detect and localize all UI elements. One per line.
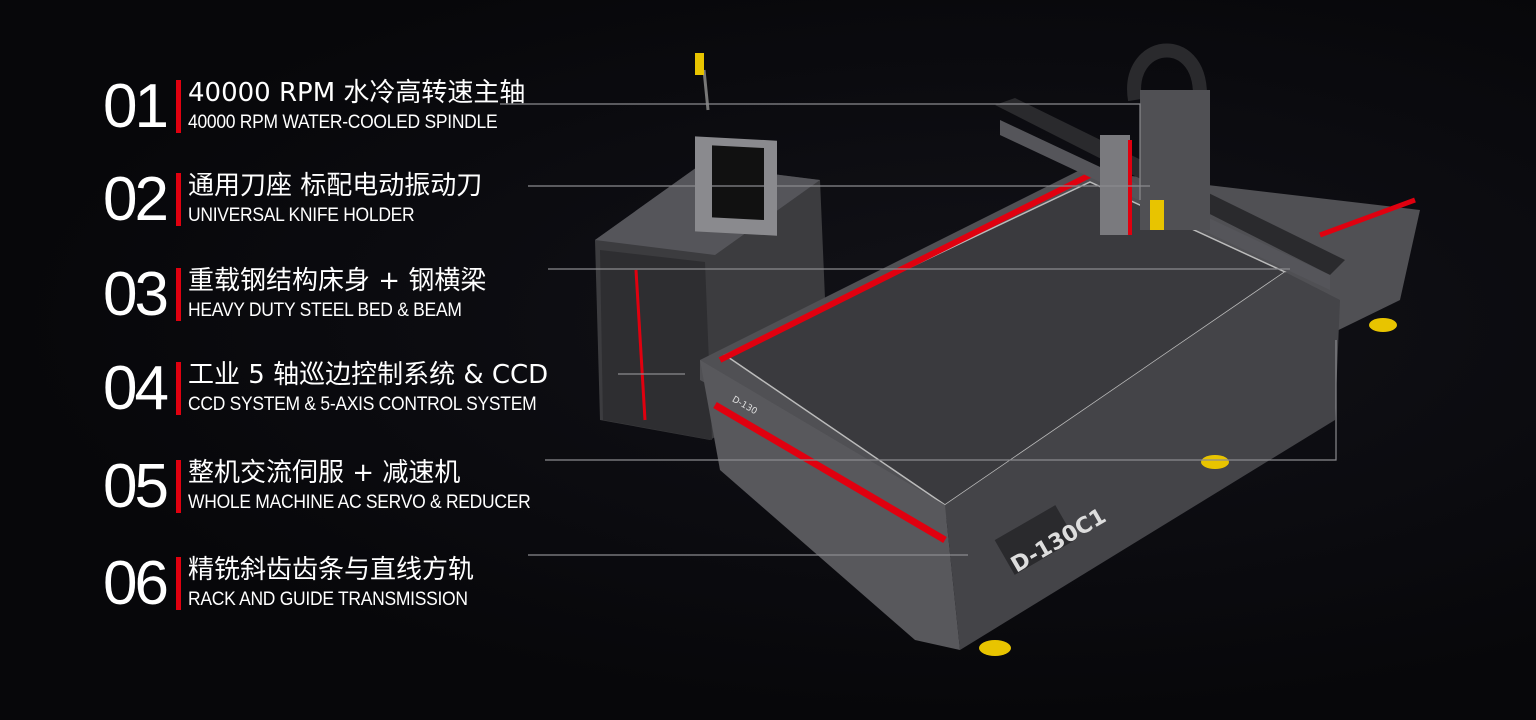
feature-number: 04 (103, 354, 169, 423)
feature-title-en: RACK AND GUIDE TRANSMISSION (188, 589, 468, 610)
feature-title-en: WHOLE MACHINE AC SERVO & REDUCER (188, 492, 531, 513)
accent-bar (176, 460, 181, 513)
feature-number: 05 (103, 452, 169, 521)
feature-title-cn: 工业 5 轴巡边控制系统 & CCD (188, 360, 549, 390)
feature-number: 03 (103, 260, 169, 329)
accent-bar (176, 362, 181, 415)
feature-title-cn: 重载钢结构床身 + 钢横梁 (188, 266, 487, 296)
feature-number: 02 (103, 165, 169, 234)
feature-title-cn: 40000 RPM 水冷高转速主轴 (188, 78, 526, 108)
feature-title-en: CCD SYSTEM & 5-AXIS CONTROL SYSTEM (188, 394, 537, 415)
leader-lines (500, 103, 1337, 556)
feature-title-cn: 通用刀座 标配电动振动刀 (188, 171, 483, 201)
feature-title-en: UNIVERSAL KNIFE HOLDER (188, 205, 415, 226)
machine-bed: D-130C1 D-130 (700, 170, 1420, 656)
feature-title-cn: 精铣斜齿齿条与直线方轨 (188, 555, 475, 585)
feature-number: 01 (103, 72, 169, 141)
accent-bar (176, 268, 181, 321)
feature-title-en: HEAVY DUTY STEEL BED & BEAM (188, 300, 462, 321)
feature-number: 06 (103, 549, 169, 618)
accent-bar (176, 557, 181, 610)
feature-title-cn: 整机交流伺服 + 减速机 (188, 458, 461, 488)
accent-bar (176, 80, 181, 133)
feature-title-en: 40000 RPM WATER-COOLED SPINDLE (188, 112, 498, 133)
accent-bar (176, 173, 181, 226)
gantry-beam (995, 43, 1345, 290)
